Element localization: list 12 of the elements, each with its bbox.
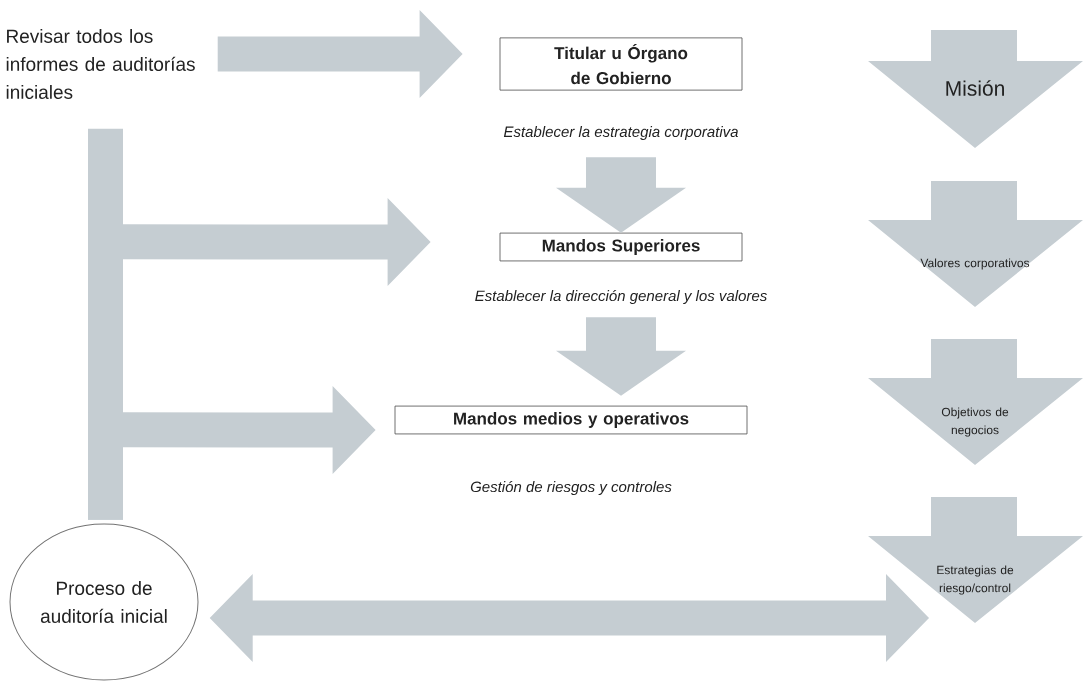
caption-text: Gestión de riesgos y controles — [470, 480, 672, 496]
process-box: Mandos Superiores — [499, 232, 743, 262]
caption-text: Establecer la dirección general y los valores — [475, 289, 767, 305]
caption-text: Establecer la estrategia corporativa — [503, 126, 738, 140]
arrow — [88, 386, 376, 520]
process-box: Mandos medios y operativos — [394, 405, 748, 435]
text-label: Revisar todos los informes de auditorías iniciales — [6, 29, 195, 99]
arrow — [209, 574, 929, 662]
process-box: Titular u Órgano de Gobierno — [499, 37, 743, 91]
arrow — [556, 317, 686, 396]
arrow — [217, 10, 463, 98]
arrow — [556, 157, 686, 233]
